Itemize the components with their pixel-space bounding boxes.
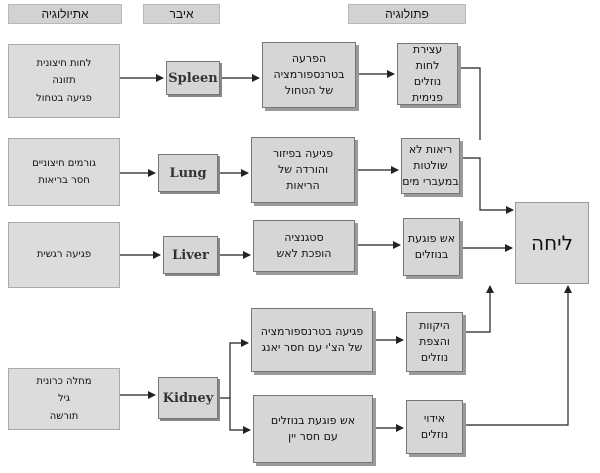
organ-label-lung: Lung <box>169 165 207 181</box>
arrow-kidney-effect-b <box>463 285 572 426</box>
cause-box-kidney: מחלה כרונית גיל תורשה <box>8 368 120 430</box>
line-spleen-effect <box>458 67 481 140</box>
organ-label-spleen: Spleen <box>168 70 218 86</box>
pathology-text-kidney-yang: פגיעה בטרנספורמציה של הצ'י עם חסר יאנג <box>260 325 364 354</box>
organ-box-liver: Liver <box>163 236 218 274</box>
cause-box-spleen: לחות חיצונית תזונה פגיעה בטחול <box>8 44 120 118</box>
effect-text-kidney-yin: אידוי נוזלים <box>420 412 449 441</box>
pathology-box-spleen: הפרעה בטרנספורמציה של הטחול <box>262 42 356 108</box>
effect-box-spleen: עצירת לחות נוזלים פנימית <box>397 43 458 105</box>
arrow-kidney-organ-a <box>218 339 249 399</box>
final-box-phlegm: ליחה <box>515 202 589 284</box>
header-pathology: פתולוגיה <box>348 4 466 24</box>
cause-text-kidney: מחלה כרונית גיל תורשה <box>36 375 92 422</box>
effect-text-lung: ריאות לא שולטות במעברי מים <box>402 143 459 188</box>
header-organ: איבר <box>143 4 220 24</box>
pathology-text-lung: פגיעה בפיזור והורדה של הריאות <box>272 147 334 192</box>
effect-box-lung: ריאות לא שולטות במעברי מים <box>401 138 460 194</box>
pathology-text-spleen: הפרעה בטרנספורמציה של הטחול <box>273 52 345 97</box>
pathology-box-lung: פגיעה בפיזור והורדה של הריאות <box>251 137 355 203</box>
cause-text-spleen: לחות חיצונית תזונה פגיעה בטחול <box>36 57 92 104</box>
effect-text-kidney-yang: היקוות והצפת נוזלים <box>419 319 450 364</box>
organ-label-liver: Liver <box>172 247 209 263</box>
effect-box-kidney-yang: היקוות והצפת נוזלים <box>406 312 463 372</box>
effect-box-kidney-yin: אידוי נוזלים <box>406 400 463 454</box>
arrow-kidney-organ-b <box>229 398 251 434</box>
cause-text-liver: פגיעה רגשית <box>36 249 92 261</box>
arrow-kidney-effect-a <box>463 285 494 333</box>
cause-text-lung: גורמים חיצוניים חסר בריאות <box>32 157 96 187</box>
final-label: ליחה <box>531 231 573 255</box>
organ-box-spleen: Spleen <box>166 61 220 95</box>
header-etiology: אתיולוגיה <box>8 4 122 24</box>
effect-text-liver: אש פוגעת בנוזלים <box>407 232 456 261</box>
organ-box-lung: Lung <box>158 154 218 192</box>
pathology-box-kidney-yin: אש פוגעת בנוזלים עם חסר יין <box>253 395 373 463</box>
pathology-box-kidney-yang: פגיעה בטרנספורמציה של הצ'י עם חסר יאנג <box>251 308 373 372</box>
effect-text-spleen: עצירת לחות נוזלים פנימית <box>412 43 443 104</box>
organ-label-kidney: Kidney <box>162 390 214 406</box>
pathology-text-kidney-yin: אש פוגעת בנוזלים עם חסר יין <box>270 414 356 443</box>
pathology-box-liver: סטגנציה הופכת לאש <box>253 220 355 272</box>
effect-box-liver: אש פוגעת בנוזלים <box>403 218 460 276</box>
arrow-lung-effect <box>460 157 514 214</box>
organ-box-kidney: Kidney <box>158 377 218 419</box>
cause-box-lung: גורמים חיצוניים חסר בריאות <box>8 138 120 206</box>
cause-box-liver: פגיעה רגשית <box>8 222 120 288</box>
pathology-text-liver: סטגנציה הופכת לאש <box>276 231 332 260</box>
